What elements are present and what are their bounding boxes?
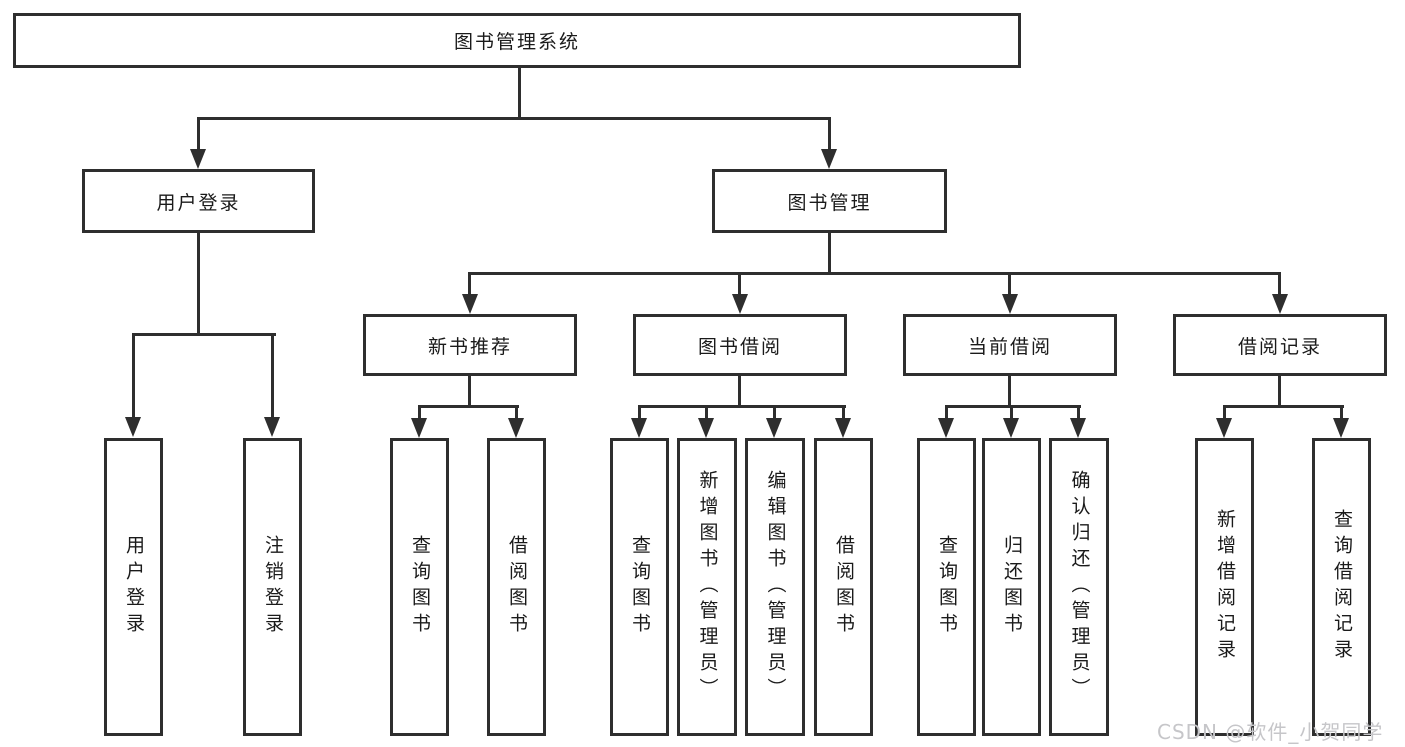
leaf-label: 编辑图书（管理员）	[764, 470, 787, 704]
connector-leaf-drop	[1340, 405, 1343, 420]
connector-leaf-drop	[773, 405, 776, 420]
connector-borrow-records-bus	[1223, 405, 1344, 408]
arrowhead-down-icon	[938, 418, 954, 438]
leaf-query-books: 查询图书	[610, 438, 669, 736]
node-book-mgmt: 图书管理	[712, 169, 947, 233]
node-book-mgmt-label: 图书管理	[787, 191, 872, 214]
arrowhead-down-icon	[1216, 418, 1232, 438]
leaf-add-borrow-record: 新增借阅记录	[1195, 438, 1254, 736]
arrowhead-down-icon	[1070, 418, 1086, 438]
arrowhead-down-icon	[1272, 294, 1288, 314]
arrowhead-down-icon	[508, 418, 524, 438]
leaf-query-books: 查询图书	[390, 438, 449, 736]
node-borrow-records: 借阅记录	[1173, 314, 1387, 376]
leaf-borrow-books: 借阅图书	[487, 438, 546, 736]
leaf-query-books: 查询图书	[917, 438, 976, 736]
arrowhead-down-icon	[732, 294, 748, 314]
arrowhead-down-icon	[698, 418, 714, 438]
leaf-query-borrow-record: 查询借阅记录	[1312, 438, 1371, 736]
connector-leaf-drop	[705, 405, 708, 420]
connector-leaf-drop	[1223, 405, 1226, 420]
node-current-borrow-label: 当前借阅	[967, 335, 1052, 358]
node-new-books: 新书推荐	[363, 314, 577, 376]
leaf-edit-books-admin: 编辑图书（管理员）	[745, 438, 805, 736]
connector-level3-drop	[468, 272, 471, 298]
leaf-label: 借阅图书	[506, 535, 528, 639]
connector-level3-bus	[468, 272, 1281, 275]
node-user-login-label: 用户登录	[156, 191, 241, 214]
node-root: 图书管理系统	[13, 13, 1021, 68]
connector-leaf-drop	[515, 405, 518, 420]
leaf-label: 新增图书（管理员）	[696, 470, 719, 704]
leaf-label: 查询图书	[629, 535, 651, 639]
node-borrow-records-label: 借阅记录	[1237, 335, 1322, 358]
connector-leaf-drop	[132, 333, 135, 419]
leaf-label: 查询图书	[409, 535, 431, 639]
connector-root-trunk	[518, 66, 521, 120]
watermark-text: CSDN @软件_小贺同学	[1157, 720, 1384, 744]
leaf-return-books: 归还图书	[982, 438, 1041, 736]
leaf-label: 归还图书	[1001, 535, 1023, 639]
arrowhead-down-icon	[835, 418, 851, 438]
arrowhead-down-icon	[462, 294, 478, 314]
leaf-logout: 注销登录	[243, 438, 302, 736]
connector-book-borrow-bus	[638, 405, 846, 408]
node-current-borrow: 当前借阅	[903, 314, 1117, 376]
connector-level2-bus	[197, 117, 831, 120]
connector-current-borrow-bus	[945, 405, 1081, 408]
leaf-label: 新增借阅记录	[1214, 509, 1236, 665]
node-root-label: 图书管理系统	[453, 31, 580, 53]
node-book-borrow-label: 图书借阅	[697, 335, 782, 358]
leaf-add-books-admin: 新增图书（管理员）	[677, 438, 737, 736]
arrowhead-down-icon	[821, 149, 837, 169]
leaf-label: 确认归还（管理员）	[1068, 470, 1091, 704]
arrowhead-down-icon	[264, 417, 280, 437]
connector-leaf-drop	[1010, 405, 1013, 420]
leaf-user-login: 用户登录	[104, 438, 163, 736]
connector-current-borrow-trunk	[1008, 376, 1011, 408]
arrowhead-down-icon	[1003, 418, 1019, 438]
arrowhead-down-icon	[1002, 294, 1018, 314]
connector-leaf-drop	[842, 405, 845, 420]
connector-user-login-trunk	[197, 233, 200, 336]
connector-leaf-drop	[945, 405, 948, 420]
connector-book-mgmt-trunk	[828, 233, 831, 275]
leaf-label: 注销登录	[262, 535, 284, 639]
connector-level3-drop	[1008, 272, 1011, 298]
leaf-label: 查询借阅记录	[1331, 509, 1353, 665]
connector-borrow-records-trunk	[1278, 376, 1281, 408]
arrowhead-down-icon	[411, 418, 427, 438]
connector-level3-drop	[1278, 272, 1281, 298]
arrowhead-down-icon	[766, 418, 782, 438]
connector-leaf-drop	[1077, 405, 1080, 420]
connector-new-books-bus	[418, 405, 519, 408]
connector-book-mgmt-drop	[828, 117, 831, 150]
arrowhead-down-icon	[125, 417, 141, 437]
arrowhead-down-icon	[1333, 418, 1349, 438]
leaf-confirm-return-admin: 确认归还（管理员）	[1049, 438, 1109, 736]
connector-user-login-drop	[197, 117, 200, 150]
leaf-borrow-books: 借阅图书	[814, 438, 873, 736]
connector-leaf-drop	[638, 405, 641, 420]
connector-level3-drop	[738, 272, 741, 298]
connector-new-books-trunk	[468, 376, 471, 408]
node-user-login: 用户登录	[82, 169, 315, 233]
connector-user-login-bus	[132, 333, 276, 336]
leaf-label: 借阅图书	[833, 535, 855, 639]
connector-leaf-drop	[418, 405, 421, 420]
connector-leaf-drop	[271, 333, 274, 419]
leaf-label: 查询图书	[936, 535, 958, 639]
arrowhead-down-icon	[190, 149, 206, 169]
connector-book-borrow-trunk	[738, 376, 741, 408]
node-book-borrow: 图书借阅	[633, 314, 847, 376]
node-new-books-label: 新书推荐	[427, 335, 512, 358]
leaf-label: 用户登录	[123, 535, 145, 639]
arrowhead-down-icon	[631, 418, 647, 438]
